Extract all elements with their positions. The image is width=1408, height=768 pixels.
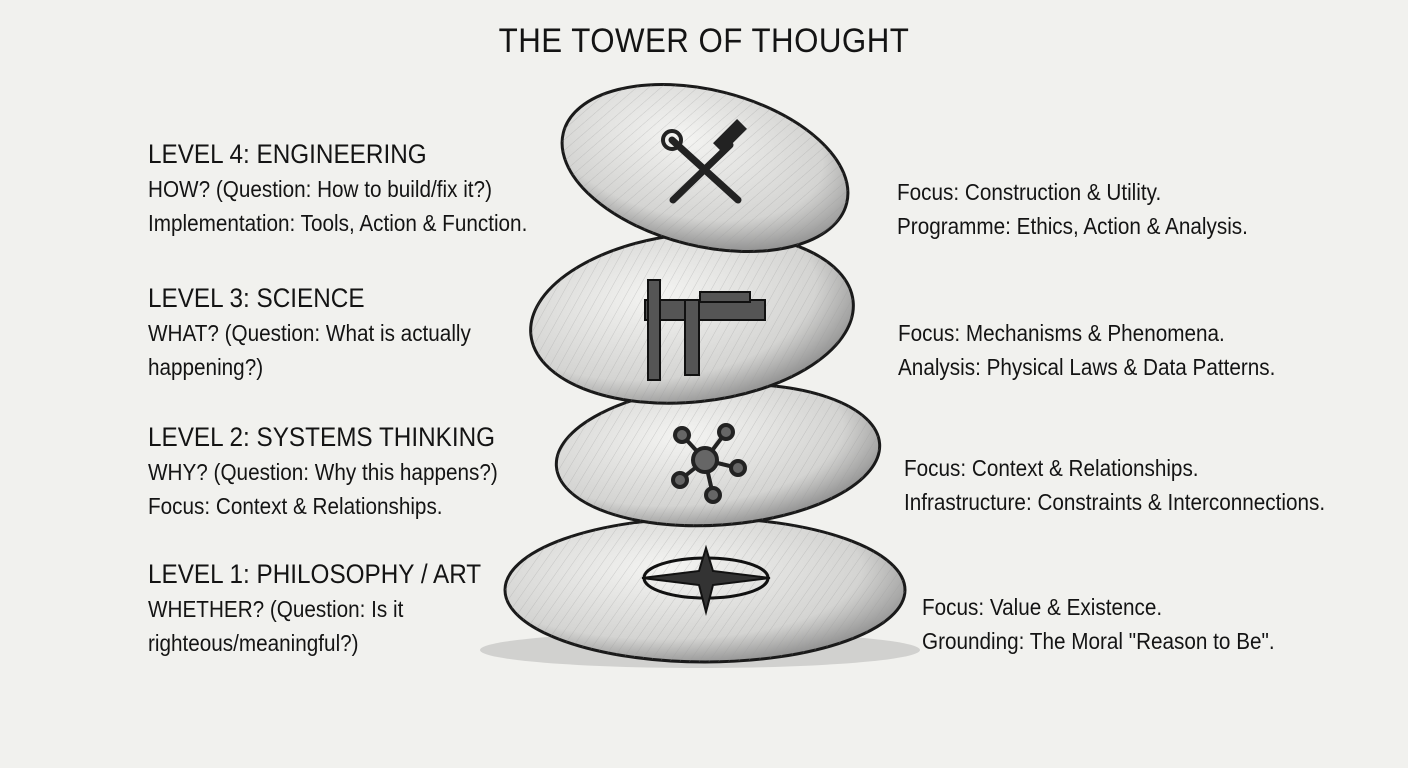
level-heading: LEVEL 4: ENGINEERING	[148, 139, 427, 169]
focus-line: Focus: Mechanisms & Phenomena.	[898, 320, 1225, 346]
focus-line: Programme: Ethics, Action & Analysis.	[897, 213, 1248, 239]
focus-line: Infrastructure: Constraints & Interconne…	[904, 489, 1326, 515]
wrench-hammer-icon	[661, 119, 747, 204]
level-2-focus: Focus: Context & Relationships. Infrastr…	[904, 451, 1325, 519]
caliper-icon	[644, 279, 766, 381]
network-icon	[671, 423, 747, 504]
compass-rose-icon	[641, 544, 771, 616]
level-heading: LEVEL 3: SCIENCE	[148, 283, 365, 313]
level-line: WHY? (Question: Why this happens?)	[148, 459, 498, 485]
level-3-description: LEVEL 3: SCIENCE WHAT? (Question: What i…	[148, 280, 471, 384]
focus-line: Focus: Construction & Utility.	[897, 179, 1162, 205]
level-1-focus: Focus: Value & Existence. Grounding: The…	[922, 590, 1275, 658]
level-line: WHETHER? (Question: Is it	[148, 596, 404, 622]
level-2-description: LEVEL 2: SYSTEMS THINKING WHY? (Question…	[148, 419, 498, 523]
page-title: THE TOWER OF THOUGHT	[498, 22, 910, 60]
focus-line: Analysis: Physical Laws & Data Patterns.	[898, 354, 1276, 380]
level-line: WHAT? (Question: What is actually	[148, 320, 471, 346]
focus-line: Focus: Value & Existence.	[922, 594, 1163, 620]
level-heading: LEVEL 1: PHILOSOPHY / ART	[148, 559, 482, 589]
level-4-focus: Focus: Construction & Utility. Programme…	[897, 175, 1248, 243]
level-line: Implementation: Tools, Action & Function…	[148, 210, 528, 236]
level-line: HOW? (Question: How to build/fix it?)	[148, 176, 492, 202]
focus-line: Focus: Context & Relationships.	[904, 455, 1199, 481]
level-line: Focus: Context & Relationships.	[148, 493, 443, 519]
level-1-description: LEVEL 1: PHILOSOPHY / ART WHETHER? (Ques…	[148, 556, 481, 660]
level-line: happening?)	[148, 354, 264, 380]
level-4-description: LEVEL 4: ENGINEERING HOW? (Question: How…	[148, 136, 527, 240]
focus-line: Grounding: The Moral "Reason to Be".	[922, 628, 1275, 654]
level-line: righteous/meaningful?)	[148, 630, 359, 656]
level-heading: LEVEL 2: SYSTEMS THINKING	[148, 422, 496, 452]
level-3-focus: Focus: Mechanisms & Phenomena. Analysis:…	[898, 316, 1275, 384]
